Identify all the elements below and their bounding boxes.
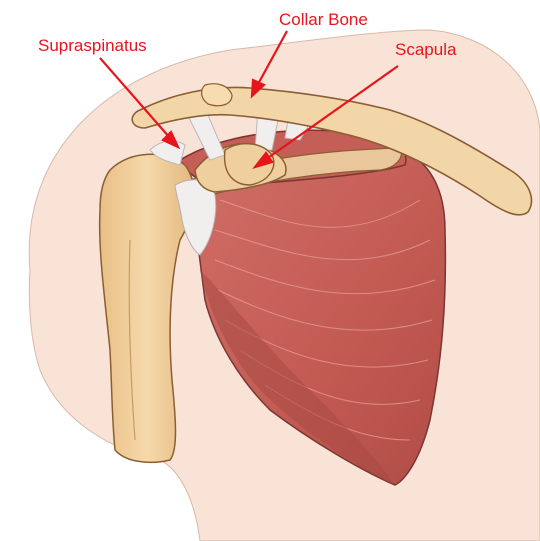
label-collar-bone: Collar Bone xyxy=(279,11,368,28)
label-supraspinatus: Supraspinatus xyxy=(38,37,147,54)
label-scapula: Scapula xyxy=(395,41,456,58)
